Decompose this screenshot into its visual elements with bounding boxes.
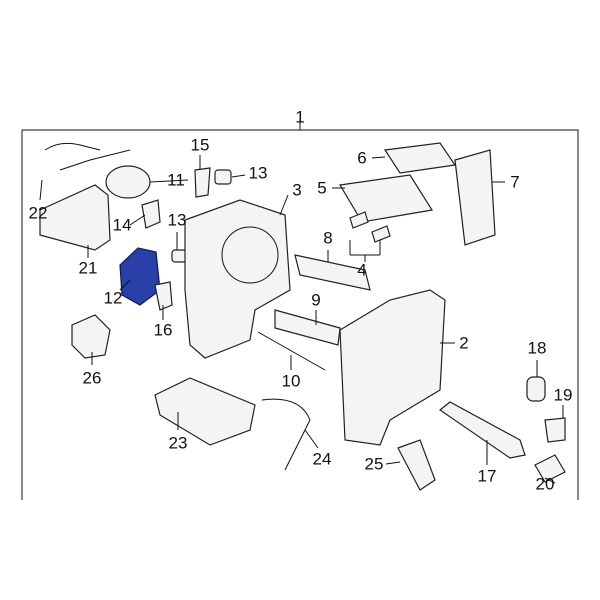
part-26 [71, 314, 111, 359]
part-16 [154, 281, 173, 311]
duct-7 [454, 149, 496, 246]
callout-1: 1 [295, 107, 305, 127]
callout-19: 19 [553, 385, 573, 405]
heater-core [39, 184, 111, 251]
callout-8: 8 [323, 228, 333, 248]
filter-5 [339, 174, 433, 223]
actuator-12-highlighted [119, 247, 161, 306]
part-13-top [214, 169, 232, 185]
callout-13-mid: 13 [167, 210, 187, 230]
leader-4 [349, 240, 381, 262]
part-14 [141, 199, 161, 229]
callout-23: 23 [168, 433, 188, 453]
door-9 [274, 309, 341, 346]
duct-17 [438, 401, 526, 459]
callout-26: 26 [82, 368, 102, 388]
callout-6: 6 [357, 148, 367, 168]
callout-2: 2 [459, 333, 469, 353]
callout-7: 7 [510, 172, 520, 192]
grommet-18 [526, 376, 546, 402]
connector-20 [534, 454, 566, 483]
part-15 [194, 167, 211, 198]
callout-5: 5 [317, 178, 327, 198]
main-case-2 [339, 289, 446, 446]
callout-11: 11 [167, 170, 185, 190]
callout-18: 18 [527, 338, 547, 358]
callout-17: 17 [477, 466, 497, 486]
callout-10: 10 [281, 371, 301, 391]
callout-3: 3 [292, 180, 302, 200]
tray-23 [154, 377, 256, 446]
heater-pipes [44, 142, 131, 171]
callout-14: 14 [112, 215, 132, 235]
callout-16: 16 [153, 320, 173, 340]
callout-15: 15 [190, 135, 210, 155]
callout-4: 4 [357, 260, 367, 280]
callout-24: 24 [312, 449, 332, 469]
callout-13-top: 13 [248, 163, 268, 183]
blower-case [184, 199, 291, 359]
pins-4 [349, 211, 391, 243]
drain-hose-24 [261, 398, 311, 471]
clip-19 [544, 417, 566, 443]
callout-22: 22 [28, 203, 48, 223]
part-13-small [171, 249, 187, 263]
callout-9: 9 [311, 290, 321, 310]
door-8 [294, 254, 371, 291]
callout-25: 25 [364, 454, 384, 474]
duct-25 [397, 439, 436, 491]
callout-12: 12 [103, 288, 123, 308]
callout-20: 20 [535, 474, 555, 494]
callout-21: 21 [78, 258, 98, 278]
filter-cover-6 [383, 142, 457, 174]
rod-10 [257, 331, 326, 371]
blower-opening [221, 226, 279, 284]
blower-motor [105, 165, 151, 199]
leader-lines [39, 155, 564, 484]
